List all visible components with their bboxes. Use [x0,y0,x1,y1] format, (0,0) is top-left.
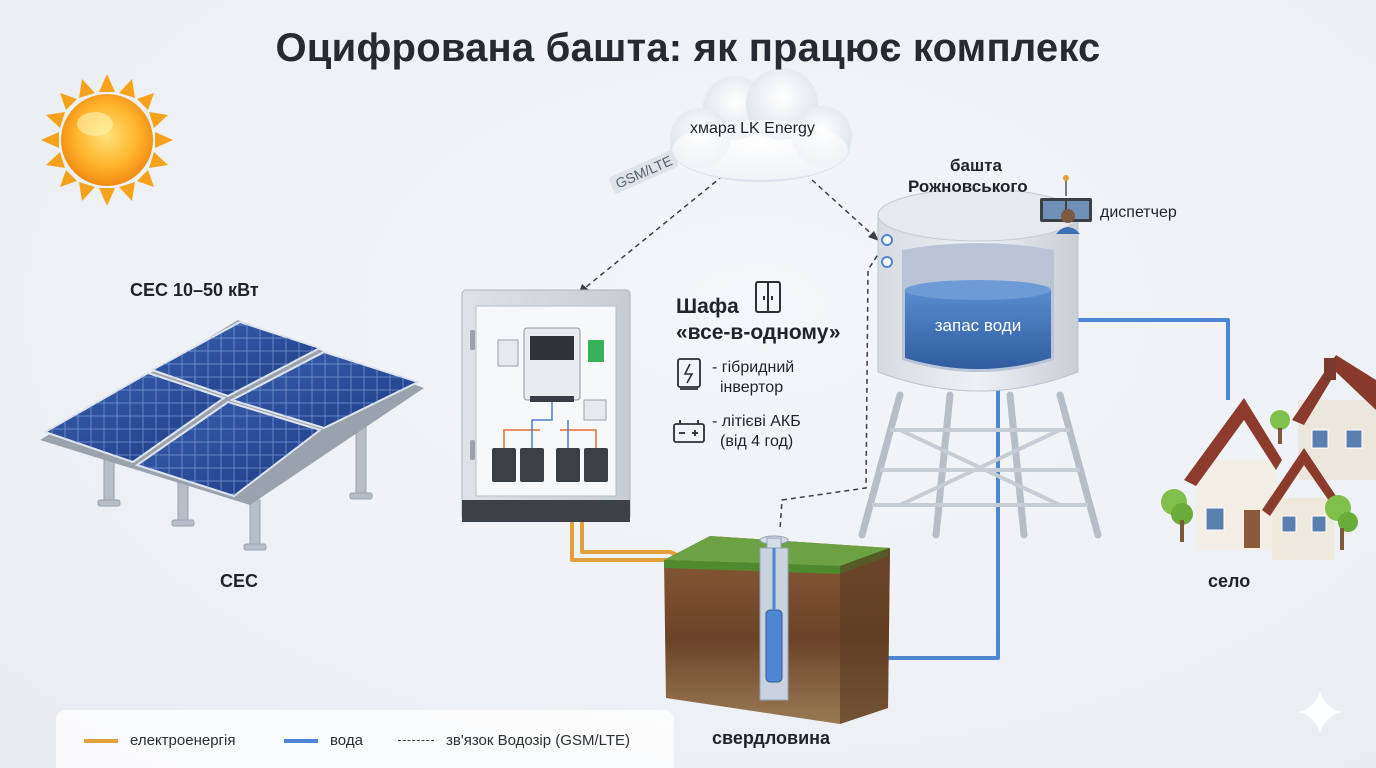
well-label: свердловина [712,728,831,748]
cabinet-icon [755,281,781,313]
cloud-icon [670,68,852,182]
cabinet-title-line2: «все-в-одному» [676,321,841,344]
solar-label: СЕС [220,571,259,591]
water-reserve-label: запас води [934,316,1022,335]
well-soil-block [664,535,890,724]
battery-icon [673,420,705,443]
sun-icon [41,74,173,206]
battery-label-line2: (від 4 год) [720,433,794,450]
solar-power-label: СЕС 10–50 кВт [130,280,259,300]
cloud-label: хмара LK Energy [690,120,815,137]
legend: електроенергія вода зв'язок Водозір (GSM… [56,710,674,768]
dispatcher-label: диспетчер [1100,204,1177,221]
legend-label-energy: електроенергія [130,732,236,749]
sparkle-icon [1298,690,1342,734]
water-tower [858,175,1102,539]
arrow-to-tower [868,231,879,241]
solar-array [40,320,424,551]
battery-label-line1: - літієві АКБ [712,413,801,430]
cabinet-title-line1: Шафа [676,295,739,318]
inverter-label-line1: - гібридний [712,359,795,376]
legend-label-water: вода [330,732,363,749]
legend-swatch-link [398,740,434,741]
tower-label-line1: башта [950,156,1002,175]
legend-item-link: зв'язок Водозір (GSM/LTE) [398,732,630,749]
inverter-label-line2: інвертор [720,379,784,396]
page-title: Оцифрована башта: як працює комплекс [275,26,1101,70]
village-label: село [1208,571,1251,591]
inverter-icon [677,358,701,390]
gsm-link [579,169,883,531]
tower-label-line2: Рожновського [908,177,1028,196]
legend-item-energy: електроенергія [84,732,235,749]
legend-swatch-energy [84,738,118,743]
village-houses [1161,355,1376,560]
all-in-one-cabinet [461,289,631,522]
dispatcher-monitor-icon [1040,198,1092,234]
legend-swatch-water [284,738,318,743]
legend-label-link: зв'язок Водозір (GSM/LTE) [446,732,630,749]
legend-item-water: вода [284,732,363,749]
